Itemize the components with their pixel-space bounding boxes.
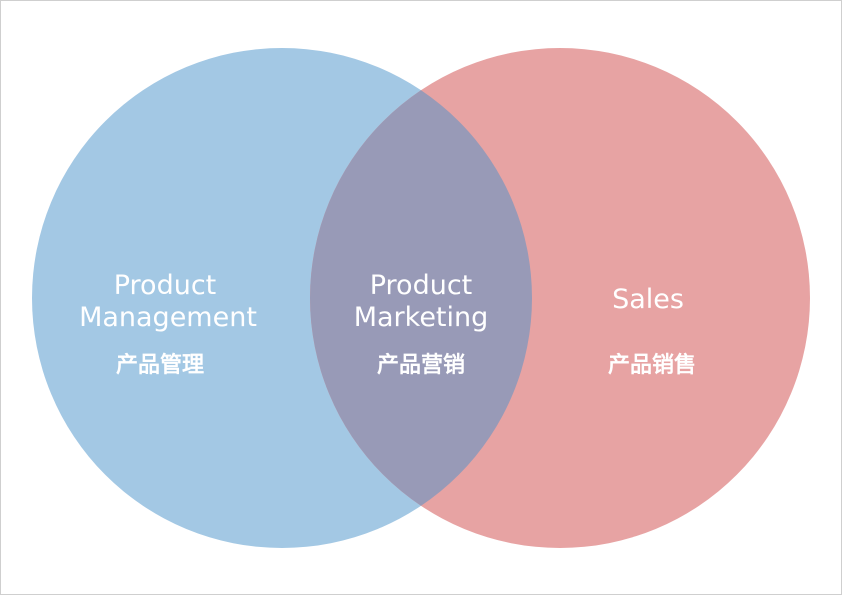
marketing-label-line1: Product bbox=[370, 270, 473, 301]
marketing-label-zh: 产品营销 bbox=[377, 353, 465, 378]
marketing-label-line2: Marketing bbox=[354, 302, 489, 333]
management-label-zh: 产品管理 bbox=[116, 352, 204, 378]
sales-label: Sales bbox=[612, 284, 684, 315]
management-label-line2: Management bbox=[79, 302, 257, 333]
overlap-region bbox=[310, 48, 532, 548]
management-label-line1: Product bbox=[114, 270, 217, 301]
sales-label-zh: 产品销售 bbox=[608, 352, 696, 378]
